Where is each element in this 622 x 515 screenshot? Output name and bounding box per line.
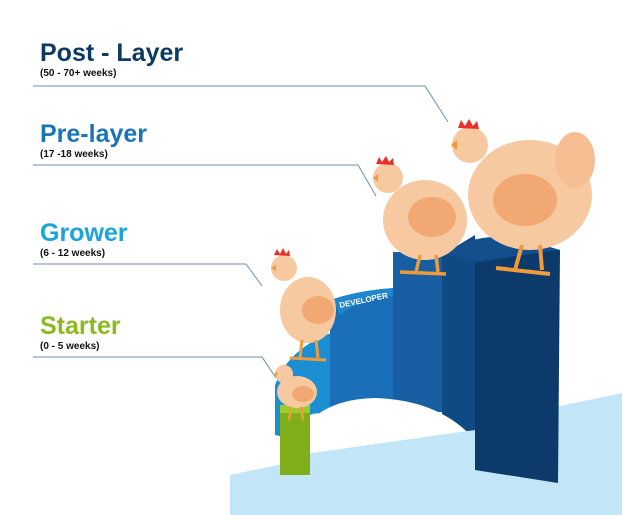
stage-title: Post - Layer <box>40 39 184 67</box>
stage-range: (17 -18 weeks) <box>40 149 108 160</box>
stage-starter: Starter (0 - 5 weeks) <box>40 313 121 352</box>
pillar-starter <box>280 405 310 475</box>
stage-range: (6 - 12 weeks) <box>40 248 106 259</box>
leader-line-post-layer <box>33 85 449 123</box>
hen-grower <box>271 248 336 362</box>
stage-range: (50 - 70+ weeks) <box>40 68 117 79</box>
chick-starter <box>274 365 317 421</box>
leader-line-starter <box>33 356 277 379</box>
hen-post-layer <box>451 119 595 276</box>
stage-title: Starter <box>40 312 121 340</box>
stage-grower: Grower (6 - 12 weeks) <box>40 220 128 259</box>
stage-pre-layer: Pre-layer (17 -18 weeks) <box>40 121 147 160</box>
stage-range: (0 - 5 weeks) <box>40 341 100 352</box>
leader-line-pre-layer <box>33 164 377 197</box>
stage-post-layer: Post - Layer (50 - 70+ weeks) <box>40 40 183 79</box>
stage-title: Pre-layer <box>40 120 148 148</box>
hen-pre-layer <box>373 156 467 276</box>
leader-line-grower <box>33 263 263 287</box>
stage-title: Grower <box>40 219 128 247</box>
